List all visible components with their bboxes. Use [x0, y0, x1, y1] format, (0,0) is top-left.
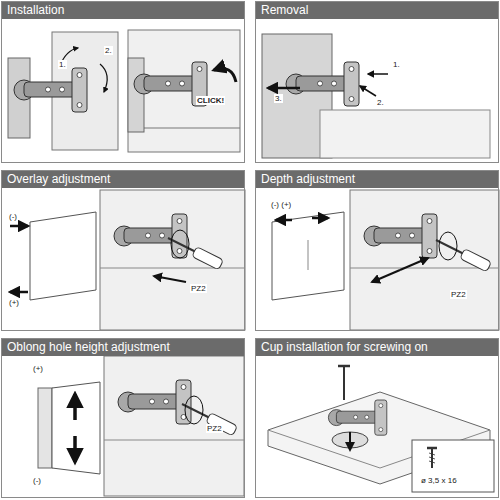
instruction-panel: Removal: [255, 1, 499, 163]
callout-label: (+): [8, 298, 20, 307]
callout-label: 2.: [376, 98, 385, 107]
panel-heading: Oblong hole height adjustment: [2, 339, 244, 356]
callout-label: PZ2: [206, 424, 223, 433]
callout-label: 3.: [274, 94, 283, 103]
panel-heading: Removal: [256, 2, 498, 19]
callout-label: (-): [8, 212, 18, 221]
panel-heading: Cup installation for screwing on: [256, 339, 498, 356]
callout-label: PZ2: [190, 284, 207, 293]
callout-label: (+): [32, 364, 44, 373]
instruction-panel: Installation: [1, 1, 245, 163]
callout-label: 2.: [104, 46, 113, 55]
callout-label: CLICK!: [196, 96, 225, 105]
callout-label: PZ2: [450, 290, 467, 299]
callout-label: ø 3,5 x 16: [420, 476, 458, 485]
instruction-panel: Oblong hole height adjustment: [1, 338, 245, 498]
instruction-panel: Overlay adjustment: [1, 170, 245, 331]
instruction-panel: Cup installation for screwing on: [255, 338, 499, 498]
callout-label: (-) (+): [270, 200, 292, 209]
panel-heading: Overlay adjustment: [2, 171, 244, 188]
callout-label: (-): [32, 476, 42, 485]
callout-label: 1.: [392, 60, 401, 69]
panel-heading: Depth adjustment: [256, 171, 498, 188]
callout-label: 1.: [58, 60, 67, 69]
panel-heading: Installation: [2, 2, 244, 19]
instruction-panel: Depth adjustment: [255, 170, 499, 331]
